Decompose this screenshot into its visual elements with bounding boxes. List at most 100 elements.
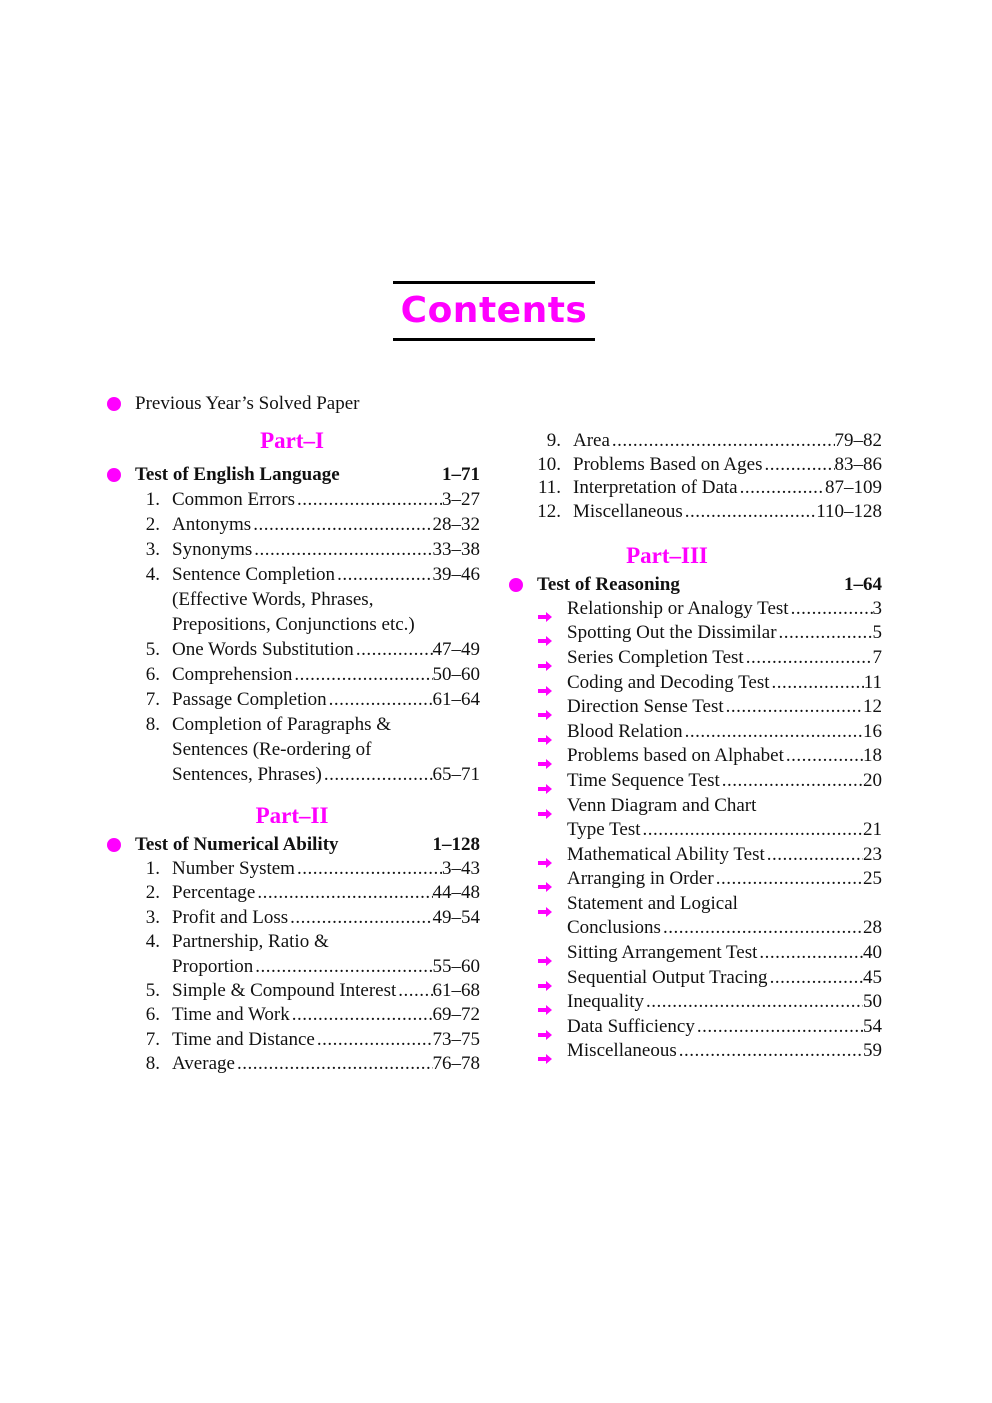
entry-title: Sequential Output Tracing [567,966,768,988]
toc-entry-line: 8.Average76–78 [105,1052,480,1076]
leader-dots [714,867,863,892]
entry-pages: 3 [872,597,883,619]
toc-entry-line: 5.One Words Substitution47–49 [105,637,480,662]
leader-dots [288,906,432,930]
leader-dots [322,762,433,787]
toc-entry-line: Coding and Decoding Test11 [507,671,882,696]
entry-number: 4. [145,931,160,953]
entry-pages: 7 [872,646,883,668]
toc-entry-line: Proportion55–60 [105,955,480,979]
entry-number: 10. [537,453,561,475]
toc-entry-line: Series Completion Test7 [507,646,882,671]
entry-title: Type Test [567,819,641,841]
toc-entry-line: (Effective Words, Phrases, [105,587,480,612]
entry-pages: 69–72 [432,1004,481,1026]
entry-pages: 39–46 [432,564,481,585]
entry-pages: 61–68 [432,979,481,1001]
leader-dots [235,1052,433,1076]
entry-pages: 33–38 [432,539,481,560]
toc-entry-line: 4.Sentence Completion39–46 [105,562,480,587]
entry-pages: 110–128 [816,501,882,523]
toc-entry-line: 8.Completion of Paragraphs & [105,712,480,737]
entry-title: Interpretation of Data [573,477,738,499]
toc-entry-line: Miscellaneous59 [507,1039,882,1065]
leader-dots [644,990,863,1015]
entry-title: Inequality [567,991,645,1013]
entry-pages: 20 [863,769,882,791]
leader-dots [757,941,863,966]
leader-dots [683,500,816,524]
entry-number: 2. [145,882,160,904]
heading-text: Test of Numerical Ability [135,834,339,855]
leader-dots [295,857,442,881]
entry-pages: 28–32 [432,514,481,535]
entry-pages: 50–60 [432,664,481,685]
heading-text: Test of Reasoning [537,573,680,595]
entry-title: Average [172,1053,235,1075]
arrow-icon [538,679,552,696]
entry-text: Completion of Paragraphs & [172,714,391,735]
entry-text: Statement and Logical [567,892,738,914]
part-label: Part–I [260,428,324,453]
toc-entry-line: Sentences (Re-ordering of [105,737,480,762]
leader-dots [292,662,432,687]
leader-dots [724,695,863,720]
leader-dots [610,429,835,453]
leader-dots [683,720,863,745]
entry-title: Simple & Compound Interest [172,979,397,1001]
toc-entry-line: 3. Synonyms 33–38 [105,537,480,562]
arrow-icon [538,629,552,647]
entry-title: Synonyms [172,539,253,560]
entry-number: 7. [145,1028,160,1050]
entry-title: Conclusions [567,917,661,939]
toc-entry-line: 9.Area79–82 [507,429,882,453]
entry-pages: 47–49 [432,639,481,660]
arrow-icon [538,900,552,917]
entry-pages: 73–75 [432,1028,481,1050]
leader-dots [252,537,432,562]
entry-title: Sentences, Phrases) [172,764,322,785]
leader-dots [290,1003,433,1027]
toc-entry-line: Conclusions28 [507,916,882,941]
toc-entry-line: Spotting Out the Dissimilar5 [507,621,882,647]
toc-entry-line: Prepositions, Conjunctions etc.) [105,612,480,637]
toc-entry-line: Problems based on Alphabet18 [507,744,882,770]
toc-entry-line: 3.Profit and Loss49–54 [105,906,480,930]
entry-title: Antonyms [172,514,252,535]
toc-entry-line: 1.Number System3–43 [105,857,480,881]
entry-pages: 59 [863,1040,882,1062]
toc-entry-line: Direction Sense Test12 [507,695,882,721]
toc-entry-line: Relationship or Analogy Test3 [507,597,882,622]
arrow-icon [538,605,552,622]
toc-entry-line: Inequality50 [507,990,882,1016]
entry-number: 3. [145,539,160,560]
toc-entry-line: 12.Miscellaneous110–128 [507,500,882,524]
entry-text: Partnership, Ratio & [172,931,329,953]
entry-title: Time and Distance [172,1028,315,1050]
leader-dots [738,476,825,500]
entry-title: Direction Sense Test [567,696,724,718]
entry-pages: 25 [863,868,882,890]
entry-pages: 11 [863,671,882,693]
entry-title: Problems Based on Ages [573,453,763,475]
leader-dots [770,671,864,696]
toc-entry-line: Arranging in Order25 [507,867,882,893]
entry-pages: 54 [863,1015,882,1037]
leader-dots [354,637,433,662]
arrow-icon [538,1023,552,1040]
leader-dots [253,955,432,979]
entry-text: Venn Diagram and Chart [567,794,757,816]
toc-entry-line: Venn Diagram and Chart [507,794,882,819]
entry-title: Miscellaneous [573,501,683,523]
arrow-icon [538,998,552,1016]
entry-number: 6. [145,1004,160,1026]
leader-dots [768,966,863,991]
entry-pages: 44–48 [432,882,481,904]
toc-entry-line: 4. Partnership, Ratio & [105,930,480,954]
leader-dots [784,744,863,769]
part-label: Part–II [255,803,329,828]
heading-pages: 1–128 [432,834,481,855]
entry-title: Sentence Completion [172,564,336,585]
toc-entry-line: Blood Relation16 [507,720,882,745]
